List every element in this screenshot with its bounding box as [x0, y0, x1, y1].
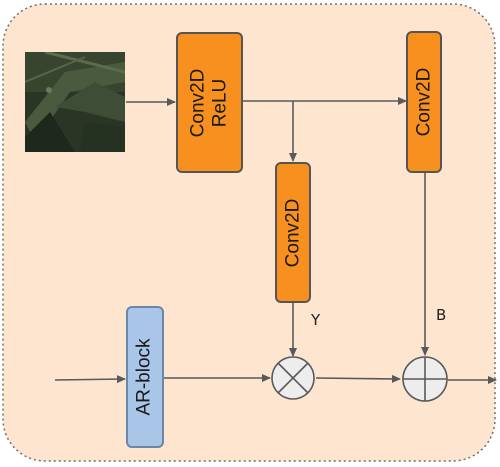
- conv2d-gamma-label: Conv2D: [282, 198, 303, 267]
- conv2d-beta-label: Conv2D: [413, 67, 434, 137]
- arrow-input-to-ar-block: [54, 375, 126, 384]
- arrow-multiply-to-add: [315, 374, 401, 383]
- conv2d-relu-line1: Conv2D: [187, 68, 209, 137]
- ar-block-label: AR-block: [134, 338, 156, 416]
- circle-times-operator-icon: [271, 356, 315, 400]
- gamma-symbol: Y: [311, 311, 321, 329]
- input-image-thumbnail: [25, 52, 125, 152]
- circle-plus-operator-icon: [402, 356, 448, 402]
- conv2d-gamma-block: Conv2D: [275, 162, 311, 303]
- ar-block: AR-block: [126, 306, 164, 448]
- conv2d-relu-block: Conv2D ReLU: [176, 32, 243, 173]
- conv2d-relu-line2: ReLU: [209, 78, 231, 127]
- beta-symbol: B: [436, 306, 447, 324]
- conv2d-beta-block: Conv2D: [406, 31, 442, 173]
- conv2d-relu-label: Conv2D ReLU: [188, 68, 232, 137]
